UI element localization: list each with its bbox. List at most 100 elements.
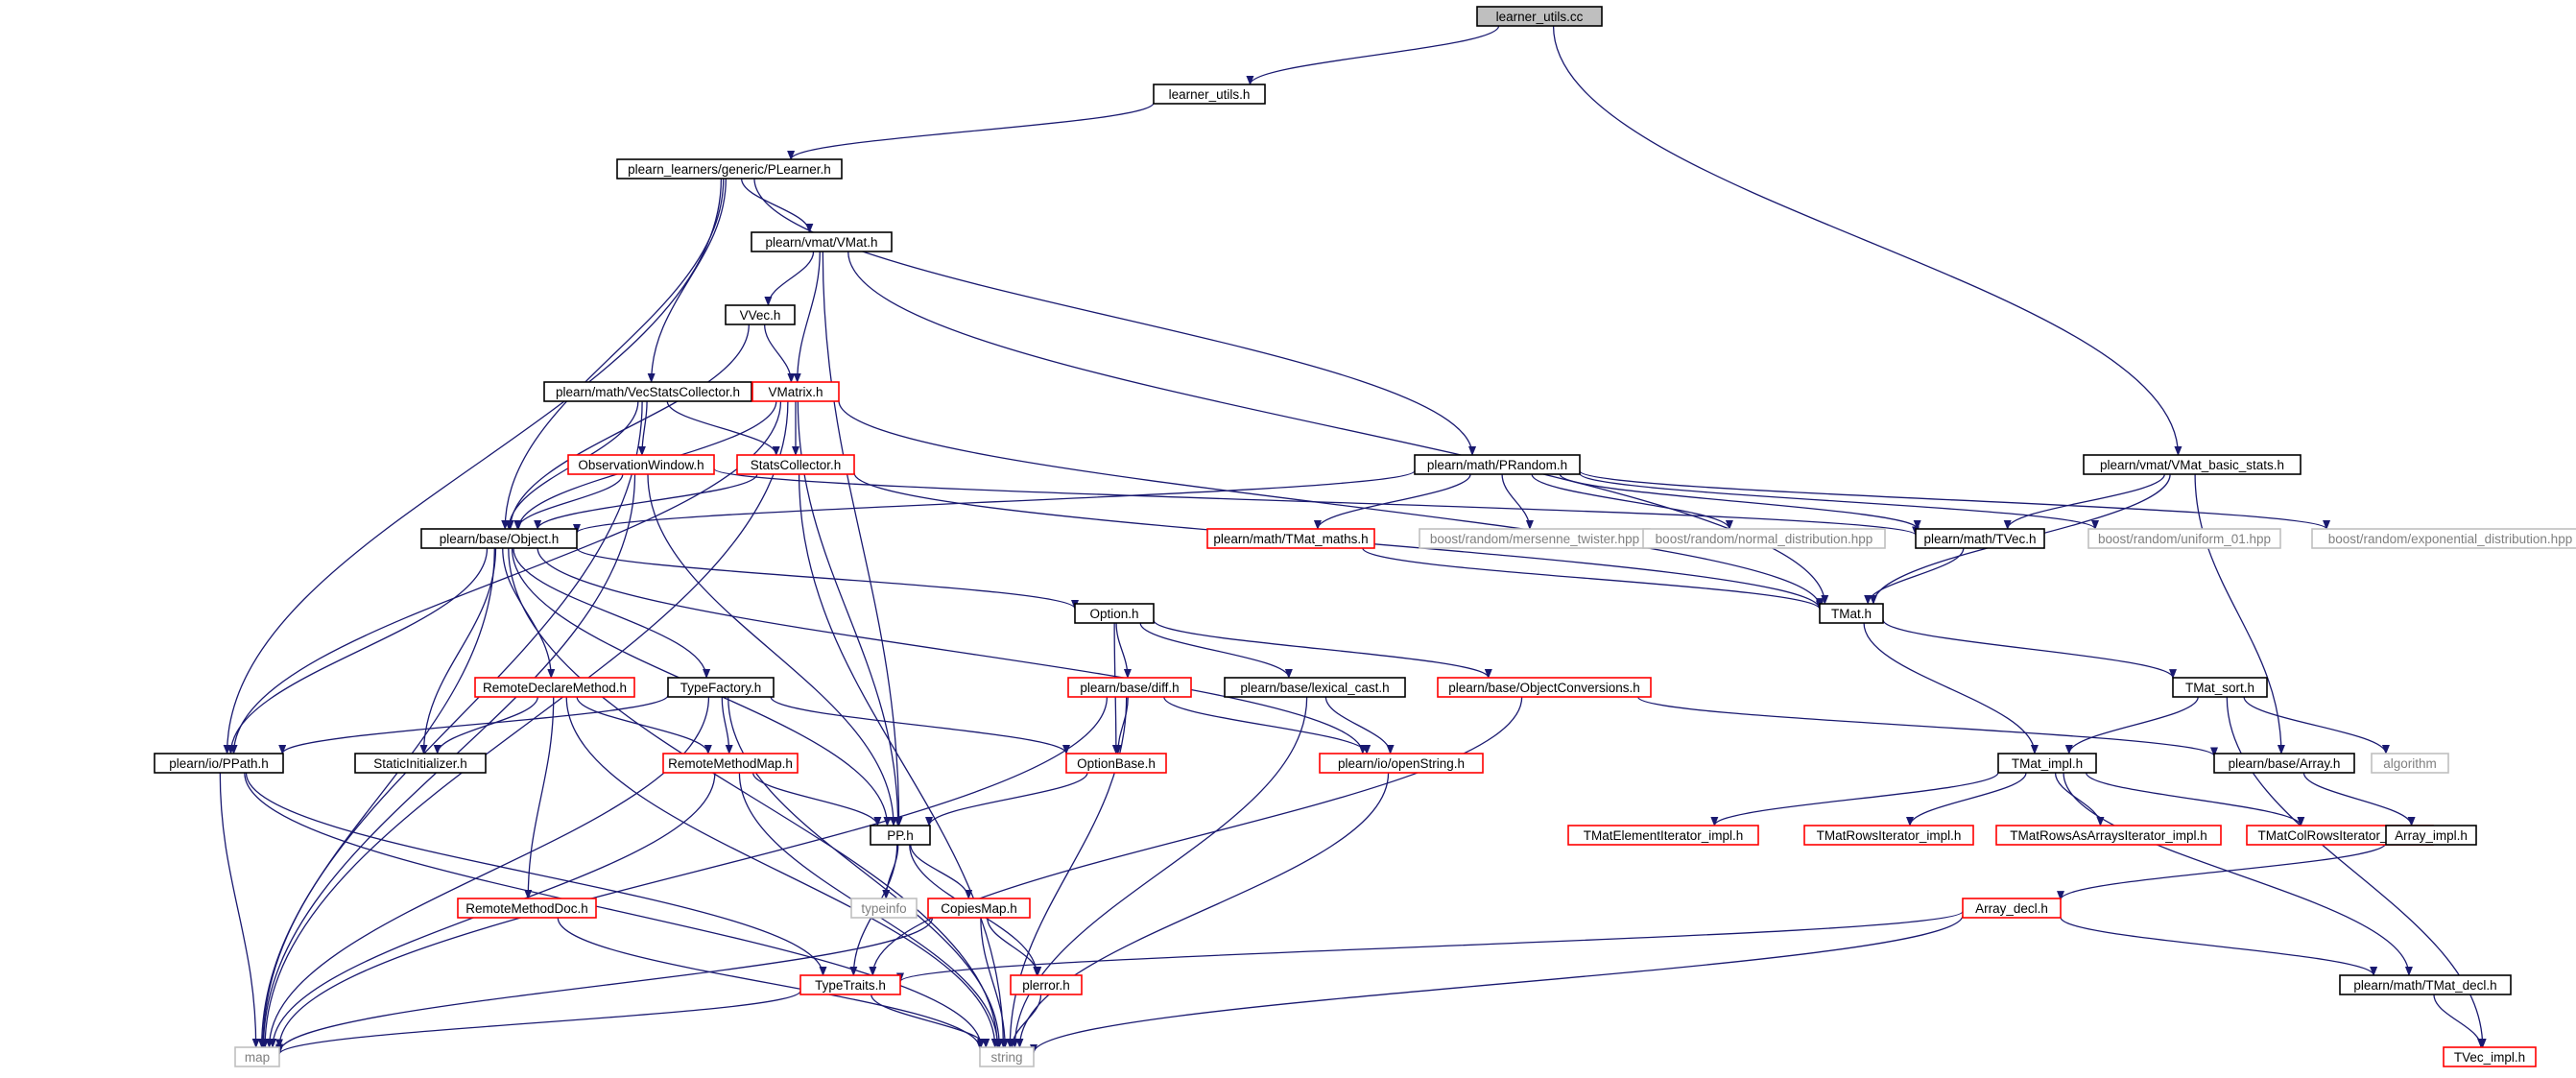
edge-plearner_h-to-vmat_h <box>740 178 814 233</box>
node-box <box>2371 753 2449 774</box>
node-box <box>799 974 901 995</box>
node-label: plearn/base/ObjectConversions.h <box>1448 681 1640 695</box>
node-typefactory-h[interactable]: TypeFactory.h <box>667 677 775 698</box>
node-plearner-h[interactable]: plearn_learners/generic/PLearner.h <box>616 158 843 180</box>
edge-tmat_impl_h-to-tmatcols_h <box>2086 772 2305 826</box>
edge-array_h-to-array_impl_h <box>2302 772 2416 826</box>
node-box <box>667 677 775 698</box>
edge-tmat_impl_h-to-tmatelem_h <box>1710 772 1999 826</box>
node-vecstats-h[interactable]: plearn/math/VecStatsCollector.h <box>543 381 752 402</box>
node-label: typeinfo <box>861 901 906 916</box>
edge-ppath_h-to-map <box>219 772 260 1048</box>
edge-object_h-to-string <box>508 547 1002 1048</box>
node-learner-utils-h[interactable]: learner_utils.h <box>1153 84 1266 105</box>
edge-tmat_impl_h-to-tmat_decl_h <box>2063 772 2413 976</box>
edge-statscol_h-to-object_h <box>534 473 758 530</box>
node-label: plearn/io/openString.h <box>1338 756 1465 771</box>
edge-object_h-to-map <box>257 547 495 1048</box>
node-box <box>234 1046 280 1067</box>
edge-plearner_h-to-object_h <box>501 178 725 530</box>
edge-typetraits_h-to-string <box>871 994 990 1048</box>
node-label: TypeFactory.h <box>680 681 762 695</box>
node-array-decl-h[interactable]: Array_decl.h <box>1962 898 2062 919</box>
node-optionbase-h[interactable]: OptionBase.h <box>1065 753 1167 774</box>
node-tmat-impl-h[interactable]: TMat_impl.h <box>1997 753 2097 774</box>
node-remotedoc-h[interactable]: RemoteMethodDoc.h <box>457 898 597 919</box>
edge-plearner_h-to-prandom_h <box>753 178 1476 456</box>
edge-prandom_h-to-expdist_hpp <box>1579 470 2330 530</box>
node-box <box>2339 974 2512 995</box>
node-label: map <box>245 1050 270 1065</box>
edge-prandom_h-to-tmat_maths_h <box>1313 473 1471 530</box>
node-tvec-h[interactable]: plearn/math/TVec.h <box>1915 528 2045 549</box>
edge-obswin_h-to-object_h <box>513 473 624 530</box>
edge-remotedoc_h-to-string <box>557 917 984 1050</box>
edge-remotedeclare_h-to-remotemap_h <box>576 696 712 755</box>
node-diff-h[interactable]: plearn/base/diff.h <box>1067 677 1192 698</box>
node-algorithm: algorithm <box>2371 753 2449 774</box>
node-box <box>736 454 855 475</box>
node-perror-h[interactable]: plerror.h <box>1010 974 1083 995</box>
node-pp-h[interactable]: PP.h <box>870 825 931 846</box>
edge-statscol_h-to-string <box>798 473 1008 1048</box>
node-tvec-impl-h[interactable]: TVec_impl.h <box>2443 1046 2537 1067</box>
node-box <box>1962 898 2062 919</box>
node-box <box>1819 603 1884 624</box>
edge-tmat_decl_h-to-tvec_impl_h <box>2433 994 2486 1048</box>
edge-vmat_h-to-vmatrix_h <box>793 251 821 383</box>
edge-typefactory_h-to-ppath_h <box>278 694 669 755</box>
node-box <box>725 304 796 325</box>
edge-array_decl_h-to-string <box>1030 915 1964 1054</box>
edge-typefactory_h-to-remotemap_h <box>721 696 733 755</box>
node-vmat-h[interactable]: plearn/vmat/VMat.h <box>751 231 893 252</box>
node-obswin-h[interactable]: ObservationWindow.h <box>567 454 715 475</box>
node-box <box>474 677 635 698</box>
node-tmat-maths-h[interactable]: plearn/math/TMat_maths.h <box>1206 528 1375 549</box>
node-objconv-h[interactable]: plearn/base/ObjectConversions.h <box>1437 677 1652 698</box>
node-openstring-h[interactable]: plearn/io/openString.h <box>1319 753 1484 774</box>
node-tmat-sort-h[interactable]: TMat_sort.h <box>2172 677 2268 698</box>
node-tmatelem-h[interactable]: TMatElementIterator_impl.h <box>1567 825 1759 846</box>
node-remotedeclare-h[interactable]: RemoteDeclareMethod.h <box>474 677 635 698</box>
node-prandom-h[interactable]: plearn/math/PRandom.h <box>1414 454 1581 475</box>
node-tmatrows-h[interactable]: TMatRowsIterator_impl.h <box>1803 825 1974 846</box>
node-lexical-h[interactable]: plearn/base/lexical_cast.h <box>1224 677 1406 698</box>
node-vvec-h[interactable]: VVec.h <box>725 304 796 325</box>
node-map: map <box>234 1046 280 1067</box>
edge-remotedeclare_h-to-string <box>565 696 999 1048</box>
edge-learner_utils_cc-to-learner_utils_h <box>1246 25 1500 85</box>
node-ppath-h[interactable]: plearn/io/PPath.h <box>154 753 284 774</box>
node-label: plearn/base/Array.h <box>2229 756 2341 771</box>
node-typetraits-h[interactable]: TypeTraits.h <box>799 974 901 995</box>
node-array-impl-h[interactable]: Array_impl.h <box>2385 825 2477 846</box>
node-box <box>2172 677 2268 698</box>
node-tmat-h[interactable]: TMat.h <box>1819 603 1884 624</box>
edge-option_h-to-lexical_h <box>1139 622 1293 679</box>
node-array-h[interactable]: plearn/base/Array.h <box>2213 753 2355 774</box>
node-copiesmap-h[interactable]: CopiesMap.h <box>927 898 1031 919</box>
node-label: StatsCollector.h <box>751 458 842 472</box>
edge-vvec_h-to-vmatrix_h <box>763 323 796 383</box>
node-statscol-h[interactable]: StatsCollector.h <box>736 454 855 475</box>
node-object-h[interactable]: plearn/base/Object.h <box>420 528 578 549</box>
edge-diff_h-to-map <box>275 696 1109 1049</box>
node-tmatrowsarr-h[interactable]: TMatRowsAsArraysIterator_impl.h <box>1995 825 2222 846</box>
node-vmatrix-h[interactable]: VMatrix.h <box>751 381 840 402</box>
node-remotemap-h[interactable]: RemoteMethodMap.h <box>662 753 799 774</box>
edge-option_h-to-diff_h <box>1115 622 1132 679</box>
edge-vmat_h-to-vvec_h <box>764 251 815 306</box>
node-box <box>1010 974 1083 995</box>
edge-pp_h-to-copiesmap_h <box>910 844 973 899</box>
node-option-h[interactable]: Option.h <box>1074 603 1155 624</box>
node-typeinfo: typeinfo <box>850 898 918 919</box>
node-vmat-basic-stats-h[interactable]: plearn/vmat/VMat_basic_stats.h <box>2083 454 2302 475</box>
node-box <box>1065 753 1167 774</box>
edge-prandom_h-to-normal_hpp <box>1531 473 1733 530</box>
node-tmat-decl-h[interactable]: plearn/math/TMat_decl.h <box>2339 974 2512 995</box>
node-box <box>1995 825 2222 846</box>
node-staticinit-h[interactable]: StaticInitializer.h <box>354 753 487 774</box>
edge-prandom_h-to-mersenne_hpp <box>1501 473 1534 530</box>
edge-diff_h-to-optionbase_h <box>1113 696 1129 755</box>
edge-diff_h-to-openstring_h <box>1163 696 1371 755</box>
